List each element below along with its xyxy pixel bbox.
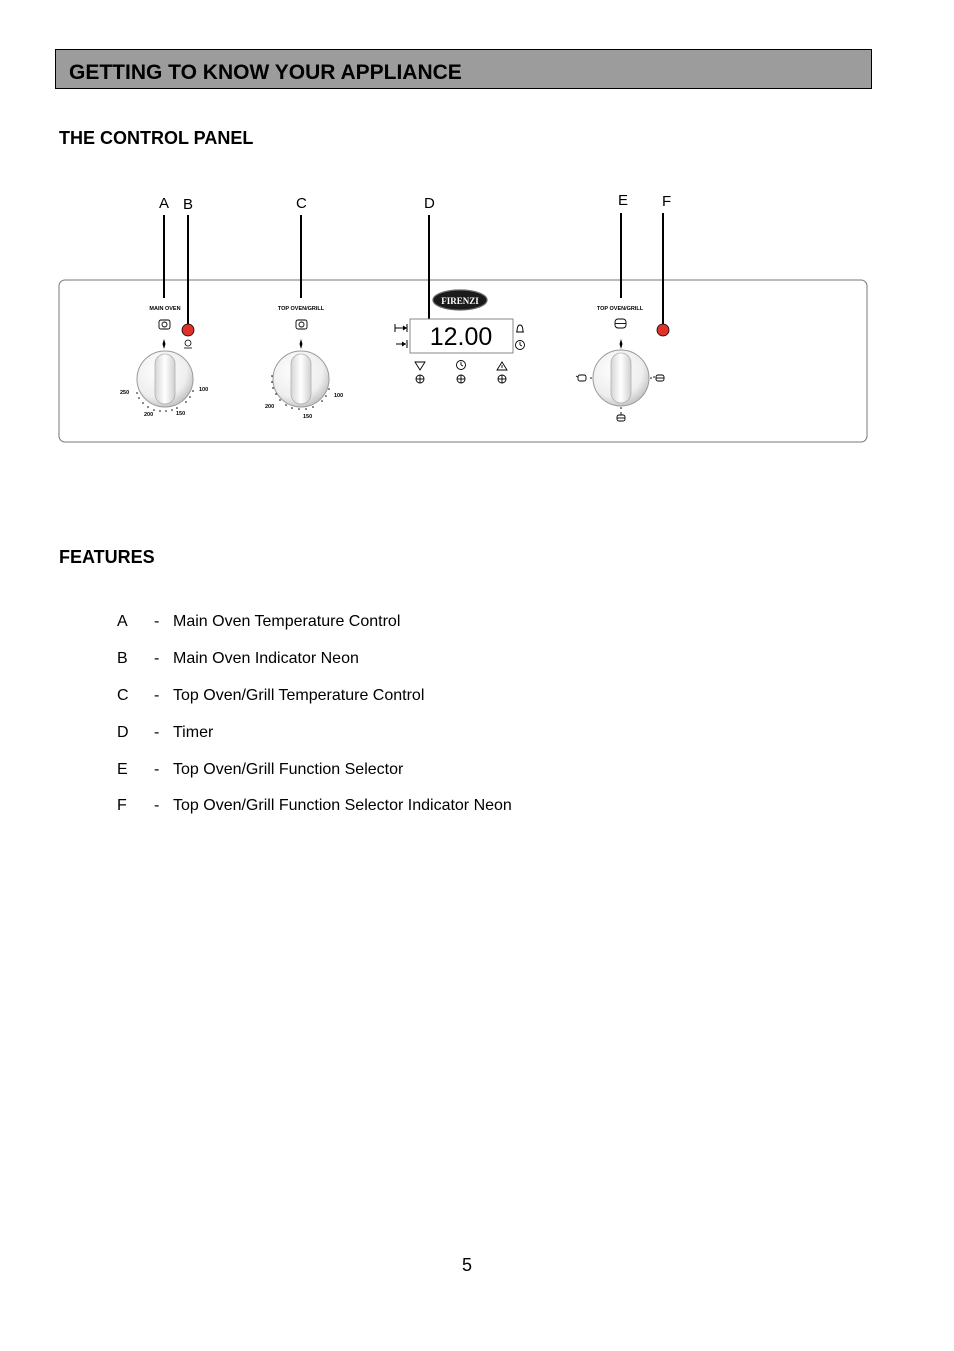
feature-dash: -: [154, 797, 160, 814]
knob-marker: [619, 339, 623, 349]
thermostat-icon: [158, 319, 171, 330]
callout-b: B: [183, 196, 193, 213]
thermostat-icon: [295, 319, 308, 330]
feature-description: Top Oven/Grill Function Selector Indicat…: [173, 797, 512, 814]
feature-letter: E: [117, 761, 128, 778]
feature-letter: D: [117, 724, 129, 741]
timer-readout: 12.00: [430, 323, 493, 351]
grill-icon: [614, 318, 627, 329]
label-top-oven-grill: TOP OVEN/GRILL: [278, 306, 325, 312]
top-oven-temperature-knob[interactable]: [272, 350, 330, 408]
callout-d: D: [424, 195, 435, 212]
scale-label: 100: [199, 387, 208, 393]
minus-button[interactable]: [414, 361, 426, 384]
feature-letter: A: [117, 613, 128, 630]
bell-icon: [516, 324, 524, 333]
plus-button[interactable]: [496, 361, 508, 384]
scale-label: 150: [303, 414, 312, 420]
page-title: GETTING TO KNOW YOUR APPLIANCE: [69, 61, 462, 84]
feature-description: Main Oven Temperature Control: [173, 613, 401, 630]
control-panel-diagram: A B C D E F MAIN OVEN TOP OVEN/GRILL TOP…: [58, 192, 868, 443]
section-banner: GETTING TO KNOW YOUR APPLIANCE: [55, 49, 872, 89]
callout-a: A: [159, 195, 169, 212]
feature-description: Top Oven/Grill Temperature Control: [173, 687, 425, 704]
page-number: 5: [462, 1255, 473, 1275]
callout-lines: [163, 213, 664, 325]
scale-dots: [136, 390, 194, 412]
scale-label: 100: [334, 393, 343, 399]
scale-label: 200: [265, 404, 274, 410]
scale-dots: [271, 375, 330, 410]
firenzi-logo: FIRENZI: [432, 289, 488, 311]
top-heat-icon: [616, 412, 626, 422]
pan-icon: [575, 374, 587, 382]
brand-text: FIRENZI: [441, 296, 479, 306]
clock-button[interactable]: [456, 360, 466, 384]
feature-dash: -: [154, 687, 160, 704]
duration-icon: [394, 324, 408, 332]
features-heading: FEATURES: [59, 547, 155, 567]
feature-dash: -: [154, 761, 160, 778]
knob-marker: [162, 339, 166, 349]
scale-label: 200: [144, 412, 153, 418]
end-time-icon: [396, 340, 408, 348]
feature-description: Top Oven/Grill Function Selector: [173, 761, 404, 778]
top-oven-neon: [656, 323, 670, 337]
label-top-oven-grill-selector: TOP OVEN/GRILL: [597, 306, 644, 312]
scale-label: 250: [120, 390, 129, 396]
feature-letter: F: [117, 797, 127, 814]
top-oven-function-selector-knob[interactable]: [592, 349, 650, 407]
knob-marker: [299, 339, 303, 349]
feature-dash: -: [154, 724, 160, 741]
callout-c: C: [296, 195, 307, 212]
feature-description: Main Oven Indicator Neon: [173, 650, 359, 667]
feature-description: Timer: [173, 724, 214, 741]
control-panel-heading: THE CONTROL PANEL: [59, 128, 254, 148]
feature-letter: B: [117, 650, 128, 667]
callout-f: F: [662, 193, 671, 210]
clock-icon: [515, 340, 525, 350]
grill-pan-icon: [653, 374, 665, 382]
main-oven-neon: [181, 323, 195, 337]
timer-display: 12.00: [409, 318, 514, 354]
fan-icon: [184, 339, 192, 349]
scale-dots: [590, 377, 652, 409]
callout-e: E: [618, 192, 628, 209]
feature-dash: -: [154, 650, 160, 667]
scale-label: 150: [176, 411, 185, 417]
label-main-oven: MAIN OVEN: [149, 306, 180, 312]
feature-dash: -: [154, 613, 160, 630]
main-oven-temperature-knob[interactable]: [136, 350, 194, 408]
feature-letter: C: [117, 687, 129, 704]
